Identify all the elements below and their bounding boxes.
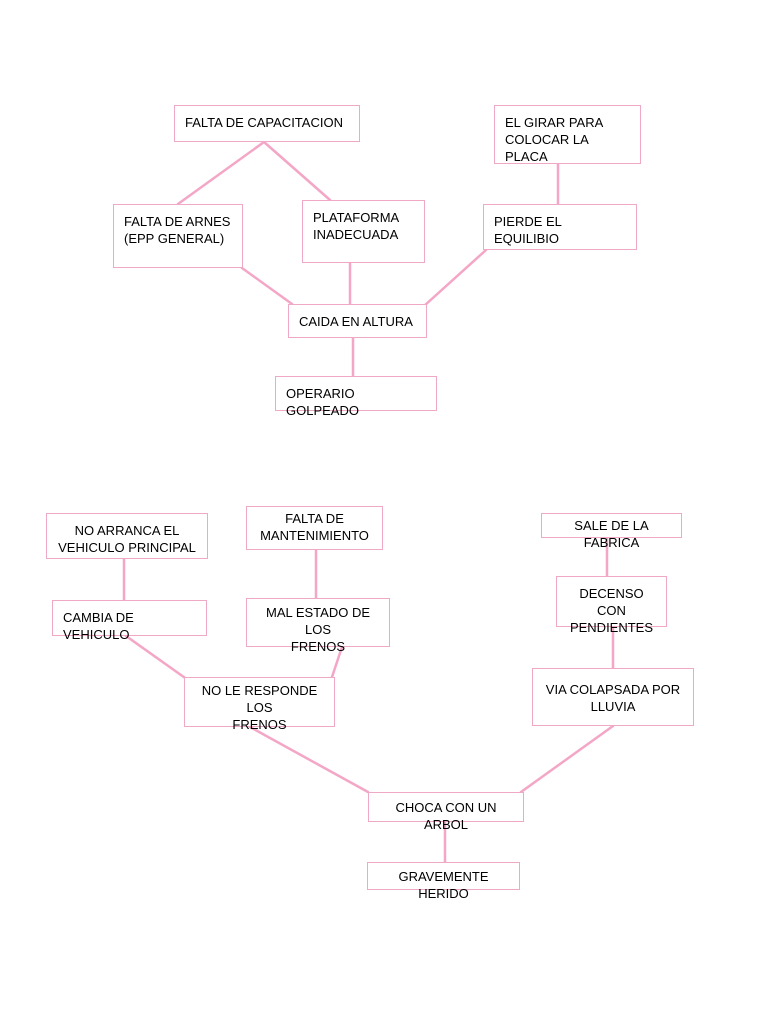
node-falta-capacitacion: FALTA DE CAPACITACION <box>174 105 360 142</box>
connector-capacitacion-arnes <box>176 140 266 206</box>
node-pierde-equilibrio: PIERDE EL EQUILIBIO <box>483 204 637 250</box>
node-choca-arbol: CHOCA CON UN ARBOL <box>368 792 524 832</box>
node-no-arranca: NO ARRANCA EL VEHICULO PRINCIPAL <box>46 513 208 559</box>
connector-arnes-caida <box>240 266 294 306</box>
node-no-responde-frenos: NO LE RESPONDE LOS FRENOS <box>184 677 335 732</box>
node-operario-golpeado: OPERARIO GOLPEADO <box>275 376 437 418</box>
node-el-girar: EL GIRAR PARA COLOCAR LA PLACA <box>494 105 641 164</box>
node-falta-mantenimiento: FALTA DE MANTENIMIENTO <box>246 506 383 550</box>
connector-via-choca <box>519 724 615 794</box>
connector-noresponde-choca <box>248 725 370 794</box>
node-caida-altura: CAIDA EN ALTURA <box>288 304 427 338</box>
node-via-colapsada: VIA COLAPSADA POR LLUVIA <box>532 668 694 726</box>
connector-capacitacion-plataforma <box>262 140 332 202</box>
node-sale-fabrica: SALE DE LA FABRICA <box>541 513 682 550</box>
node-cambia-vehiculo: CAMBIA DE VEHICULO <box>52 600 207 642</box>
node-mal-estado-frenos: MAL ESTADO DE LOS FRENOS <box>246 598 390 654</box>
node-falta-arnes: FALTA DE ARNES (EPP GENERAL) <box>113 204 243 268</box>
connector-cambia-noresponde <box>124 634 190 682</box>
node-gravemente-herido: GRAVEMENTE HERIDO <box>367 862 520 901</box>
connector-equilibrio-caida <box>422 248 488 308</box>
connector-malestado-noresponde <box>330 645 344 679</box>
node-decenso-pendientes: DECENSO CON PENDIENTES <box>556 576 667 635</box>
node-plataforma: PLATAFORMA INADECUADA <box>302 200 425 263</box>
